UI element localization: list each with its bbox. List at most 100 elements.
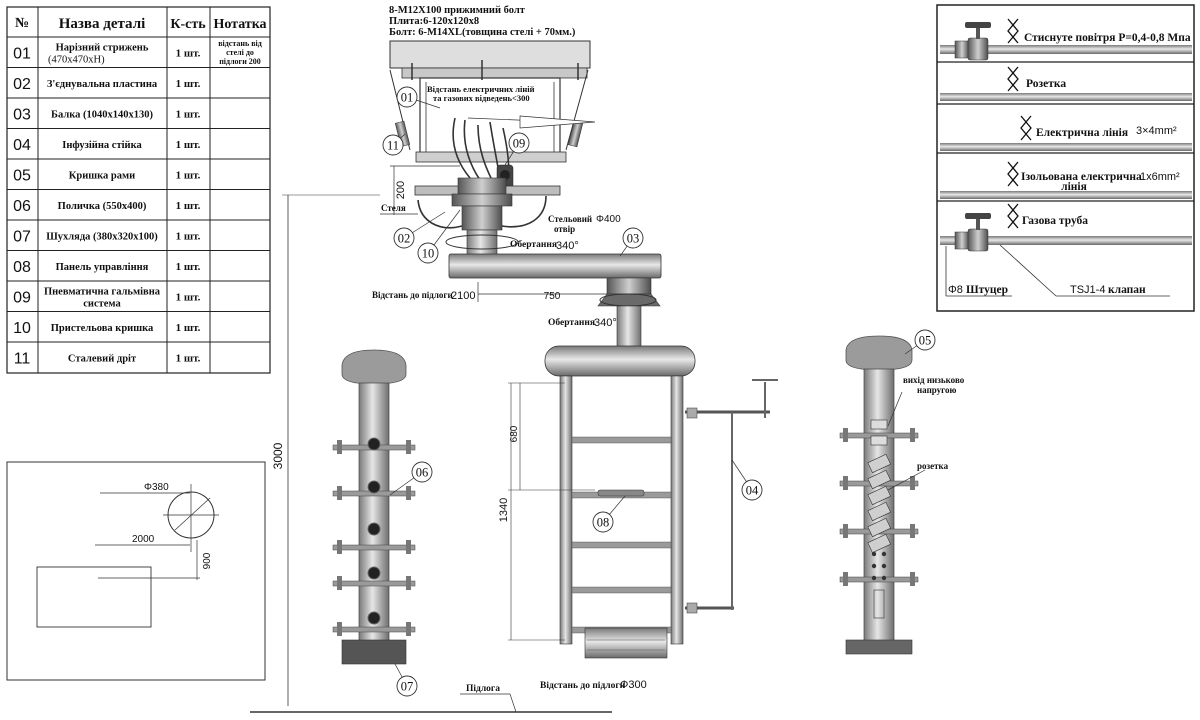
circle-diameter: Φ380 (144, 482, 169, 493)
shelf-end (406, 622, 411, 636)
row-qty: 1 шт. (176, 322, 201, 334)
cable (463, 119, 481, 181)
ceiling-label: Стеля (381, 203, 406, 213)
socket-icon (867, 517, 891, 538)
shelf-end (910, 524, 915, 538)
steel-hole-1: Стельовий (548, 214, 592, 224)
shelf-end (337, 540, 342, 554)
frame-bottom (415, 151, 567, 163)
callout-number: 02 (398, 232, 411, 246)
shelf-end (337, 622, 342, 636)
column-body (461, 205, 503, 231)
low-voltage-2: напругою (917, 385, 957, 395)
gas-outlet-icon (881, 563, 887, 569)
callout-number: 04 (746, 484, 759, 498)
callout-06: 06 (389, 461, 433, 496)
joint-head (606, 277, 652, 295)
shelf-bar (839, 576, 919, 583)
diameter-leader (174, 497, 211, 531)
drop-pipe (616, 305, 642, 351)
row-qty: 1 шт. (176, 352, 201, 364)
socket-icon (867, 485, 891, 506)
frame-post-right (670, 375, 684, 645)
callout-07: 07 (394, 663, 418, 697)
dim-1340: 1340 (498, 498, 510, 522)
row-number: 06 (13, 198, 31, 215)
break-icon (1007, 18, 1019, 44)
floor-leader (509, 693, 517, 713)
shelf-bar (332, 544, 416, 551)
shelf-end (337, 486, 342, 500)
row-name: Поличка (550х400) (58, 201, 147, 212)
arm-clamp (686, 407, 698, 419)
floor-distance-2-label: Відстань до підлоги (540, 680, 626, 691)
frame-rungs (571, 436, 672, 634)
brake-knob (500, 170, 510, 180)
callout-03: 03 (619, 227, 644, 257)
row-qty: 1 шт. (176, 230, 201, 242)
row-name-2: система (83, 298, 121, 309)
valve-leader (999, 244, 1057, 297)
column-shaft (358, 382, 390, 644)
row-number: 10 (13, 320, 31, 337)
frame-rung (571, 436, 672, 444)
shelf-end (910, 476, 915, 490)
row-qty: 1 шт. (176, 200, 201, 212)
row-qty: 1 шт. (176, 261, 201, 273)
row-number: 05 (13, 167, 31, 184)
left-column (332, 349, 416, 665)
callout-number: 09 (513, 137, 526, 151)
gas-outlet-icon (881, 575, 887, 581)
row-name: Шухляда (380х320х100) (46, 231, 158, 242)
header-name: Назва деталі (59, 16, 146, 32)
outlet-icon (367, 522, 381, 536)
floor-label: Підлога (466, 683, 500, 694)
bolt-spec-3: Болт: 6-M14XL(товщина стелі + 70мм.) (389, 27, 576, 38)
cable (477, 124, 493, 181)
row-number: 11 (14, 350, 31, 367)
gas-outlet-icon (871, 563, 877, 569)
gas-pipe (940, 236, 1192, 245)
rotation-1-label: Обертання (510, 239, 557, 250)
shelf-end (406, 576, 411, 590)
callout-number: 03 (627, 232, 640, 246)
shelf-end (406, 440, 411, 454)
row-name: Пневматична гальмівна (44, 286, 161, 297)
row-note: стелі до (226, 48, 254, 57)
dim-2000: 2000 (132, 534, 155, 545)
callout-04: 04 (731, 459, 763, 501)
socket-icon (867, 501, 891, 522)
shelf-end (843, 428, 848, 442)
break-icon (1020, 115, 1032, 141)
break-symbols (1007, 18, 1032, 229)
callout-11: 11 (382, 133, 406, 156)
legend-gas-pipe: Газова труба (1022, 215, 1088, 227)
fitting-label: Штуцер (966, 284, 1008, 296)
callout-number: 06 (416, 466, 429, 480)
rotation-ellipse (445, 234, 519, 250)
row-name: З'єднувальна пластина (47, 79, 158, 90)
dim-200: 200 (395, 181, 407, 199)
bolt-spec-2: Плита:6-120x120x8 (389, 16, 479, 27)
column-ring (451, 193, 513, 207)
row-number: 07 (13, 228, 31, 245)
shelf-end (843, 476, 848, 490)
valve-code: TSJ1-4 (1070, 284, 1105, 296)
gas-outlet-icon (871, 575, 877, 581)
callout-08: 08 (592, 495, 626, 533)
shelf-end (337, 576, 342, 590)
legend-compressed-air: Стиснуте повітря P=0,4-0,8 Мпа (1024, 32, 1191, 44)
callout-number: 07 (401, 680, 414, 694)
frame-top-bar (544, 345, 696, 377)
hole-diameter: Φ400 (596, 214, 621, 225)
row-number: 01 (13, 45, 31, 62)
lines-distance-2: та газових відведень<300 (433, 93, 530, 103)
row-note: відстань від (218, 39, 262, 48)
frame-post-left (559, 375, 573, 645)
legend-insulated-line-2: лінія (1061, 181, 1087, 193)
control-panel (597, 489, 645, 497)
floor-distance-1-value: 2100 (451, 290, 475, 302)
outlet-icon (367, 566, 381, 580)
callout-02: 02 (393, 211, 446, 249)
